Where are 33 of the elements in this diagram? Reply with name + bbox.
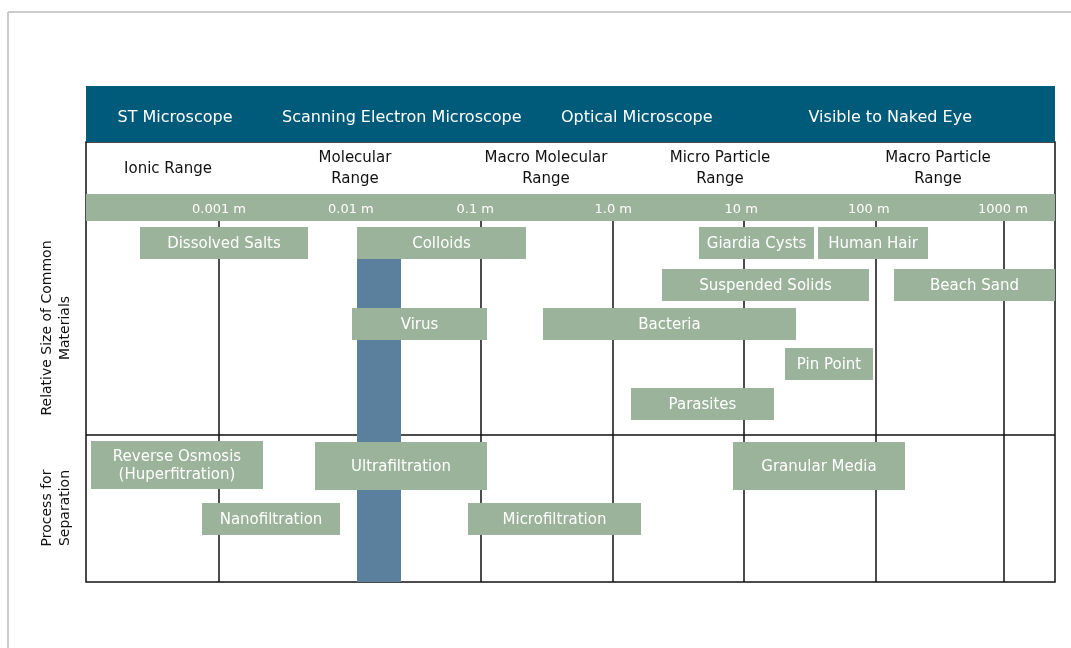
size-range-bar: Dissolved Salts xyxy=(140,227,308,259)
row-label: Relative Size of Common Materials xyxy=(37,239,73,418)
scale-tick-label: 0.01 m xyxy=(328,200,374,216)
row-label: Process for Separation xyxy=(37,468,73,549)
size-range-bar: Bacteria xyxy=(543,308,796,340)
scale-tick-label: 0.001 m xyxy=(192,200,246,216)
scale-tick-label: 1000 m xyxy=(978,200,1028,216)
scale-tick-label: 0.1 m xyxy=(456,200,494,216)
size-range-bar: Microfiltration xyxy=(468,503,641,535)
size-range-bar: Beach Sand xyxy=(894,269,1055,301)
size-range-bar: Suspended Solids xyxy=(662,269,869,301)
microscope-label: Optical Microscope xyxy=(561,106,713,126)
size-range-bar: Nanofiltration xyxy=(202,503,340,535)
size-range-label: Ionic Range xyxy=(123,157,213,179)
size-range-bar: Reverse Osmosis (Huperfitration) xyxy=(91,441,263,489)
microscope-label: Scanning Electron Microscope xyxy=(282,106,522,126)
microscope-label: Visible to Naked Eye xyxy=(808,106,972,126)
size-range-label: Micro Particle Range xyxy=(668,147,772,189)
size-range-bar: Colloids xyxy=(357,227,526,259)
size-range-label: Macro Particle Range xyxy=(884,147,992,189)
scale-tick-label: 10 m xyxy=(724,200,758,216)
scale-tick-label: 100 m xyxy=(848,200,890,216)
size-range-bar: Human Hair xyxy=(818,227,928,259)
size-range-bar: Giardia Cysts xyxy=(699,227,814,259)
scale-tick-label: 1.0 m xyxy=(594,200,632,216)
size-range-bar: Granular Media xyxy=(733,442,905,490)
size-range-bar: Parasites xyxy=(631,388,774,420)
size-range-label: Macro Molecular Range xyxy=(483,147,609,189)
size-range-bar: Pin Point xyxy=(785,348,873,380)
size-range-bar: Ultrafiltration xyxy=(315,442,487,490)
size-range-bar: Virus xyxy=(352,308,487,340)
size-range-label: Molecular Range xyxy=(317,147,393,189)
microscope-label: ST Microscope xyxy=(117,106,233,126)
